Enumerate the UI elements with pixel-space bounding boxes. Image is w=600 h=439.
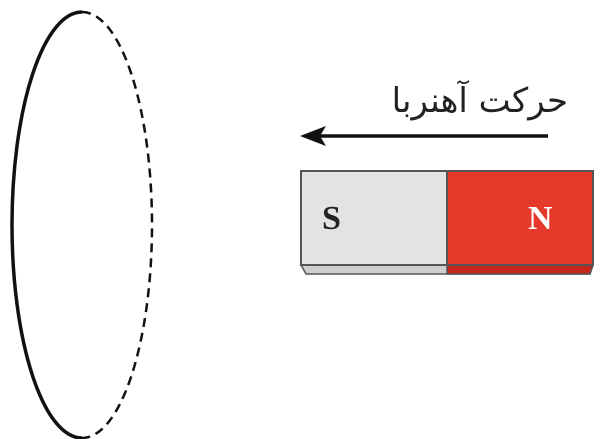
magnet-bottom-edge-north	[446, 264, 595, 275]
magnet-north-pole	[446, 170, 594, 266]
motion-arrow	[300, 126, 548, 146]
wire-loop	[10, 10, 154, 439]
magnet-south-pole	[300, 170, 449, 266]
bar-magnet: S N	[299, 170, 595, 275]
motion-arrow-head-icon	[300, 126, 326, 146]
magnet-north-label: N	[528, 200, 553, 237]
wire-loop-front-solid	[10, 10, 83, 439]
motion-label: حرکت آهنربا	[391, 81, 568, 121]
magnet-south-label: S	[322, 200, 341, 237]
wire-loop-back-dashed	[81, 10, 154, 439]
